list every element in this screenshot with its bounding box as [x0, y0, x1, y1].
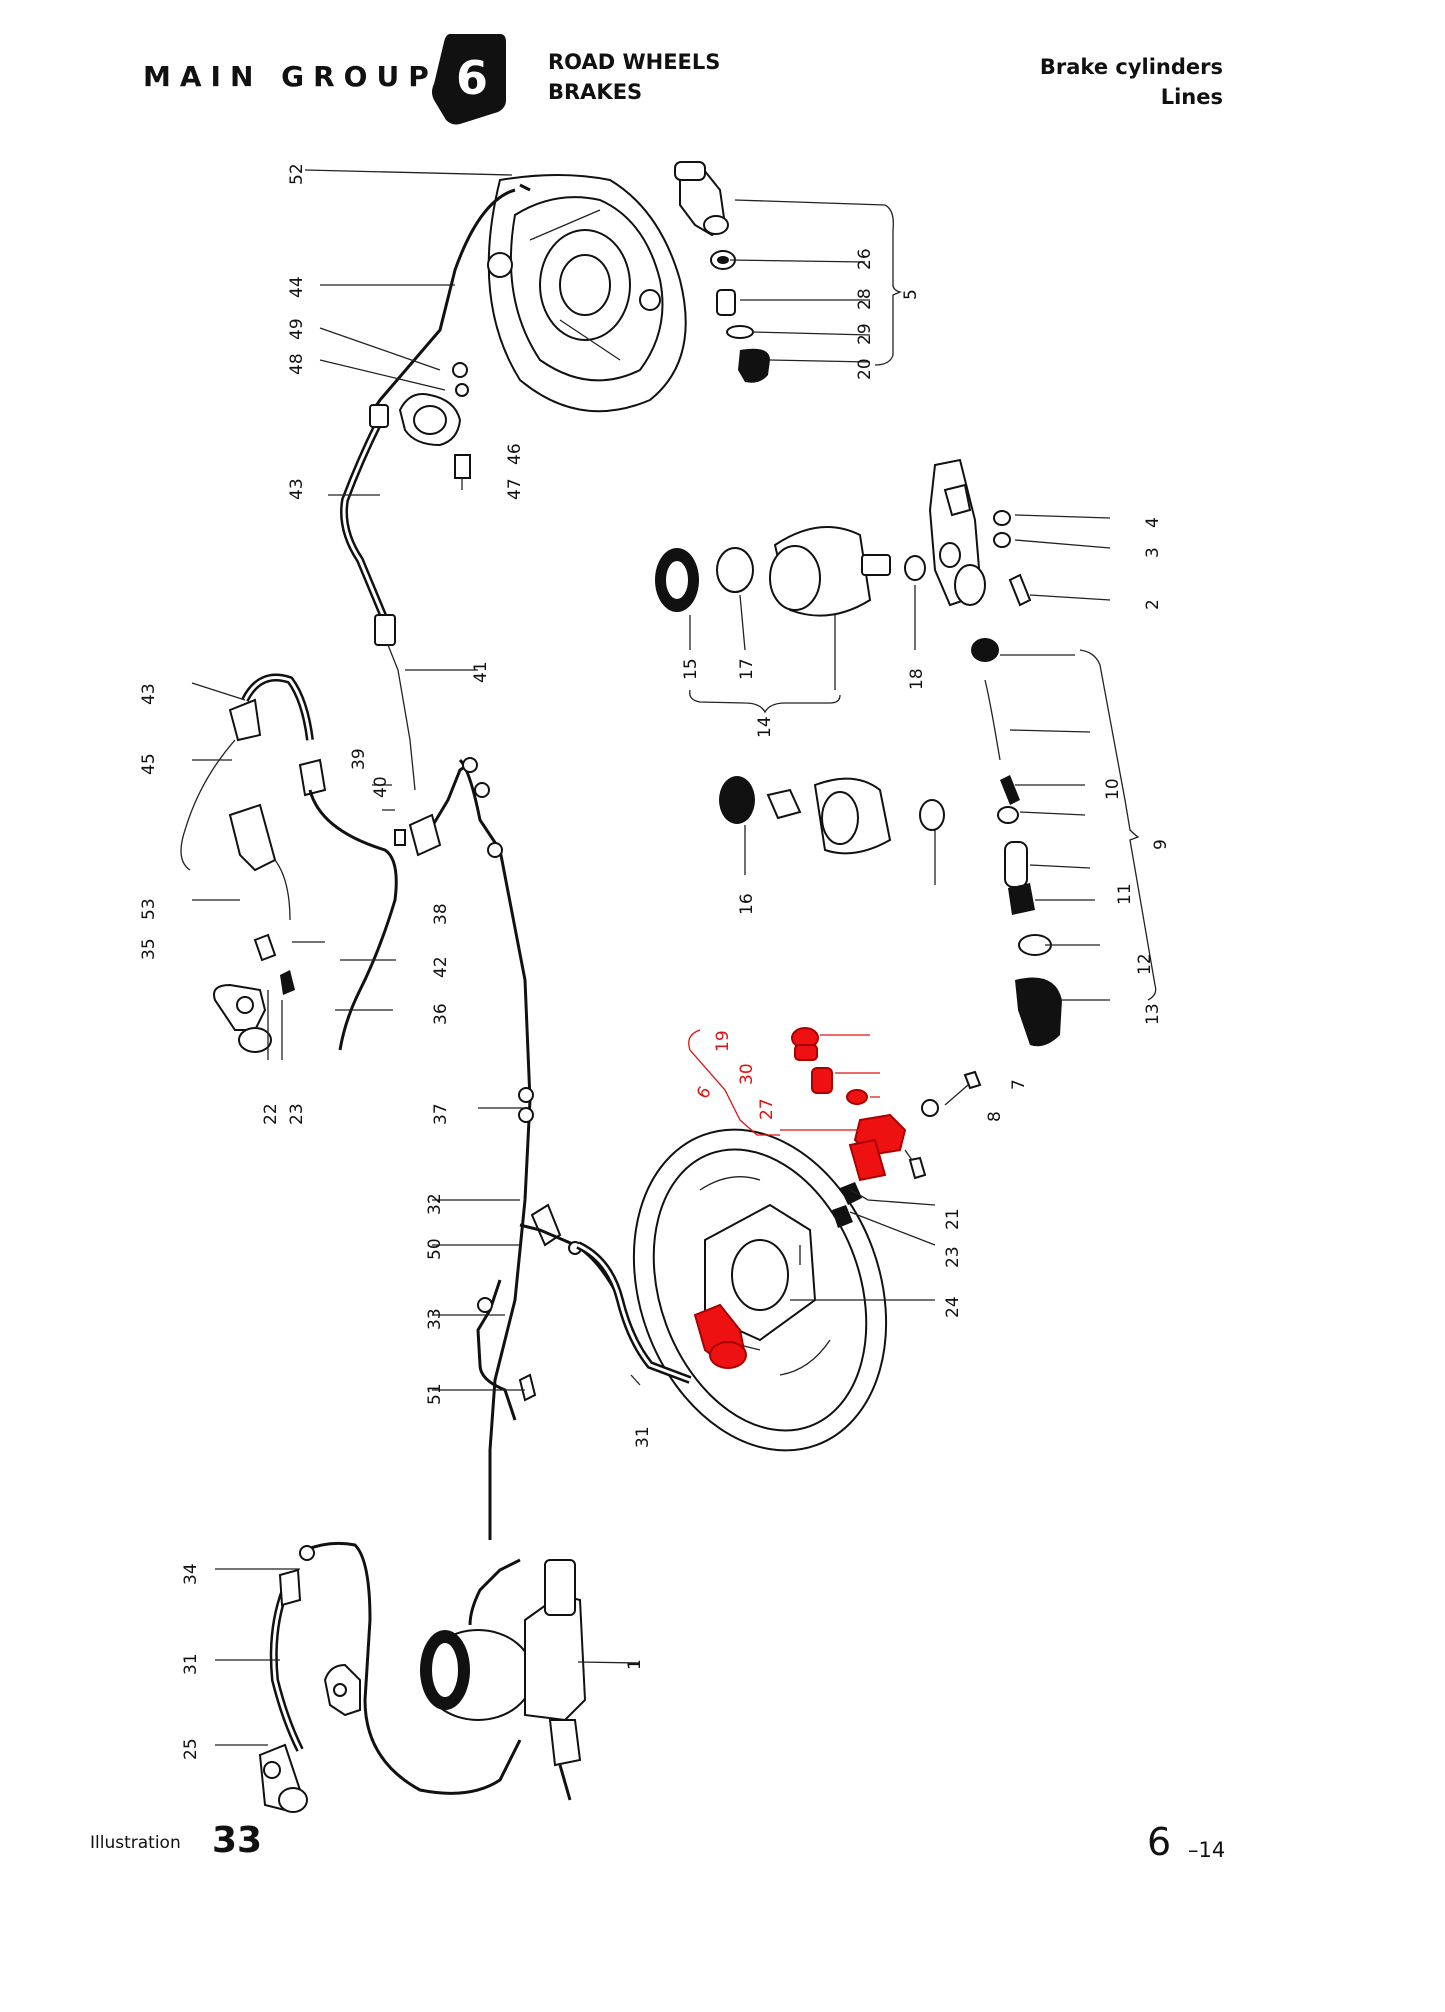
front-wheel-cylinder-installed [693, 1303, 747, 1369]
page-number-main: 6 [1147, 1820, 1172, 1864]
callout-16: 16 [737, 893, 757, 915]
callout-41: 41 [471, 661, 491, 683]
callout-17: 17 [737, 658, 757, 680]
callout-47: 47 [505, 478, 525, 500]
callout-48: 48 [287, 353, 307, 375]
callout-1: 1 [625, 1659, 645, 1670]
group-line-2: BRAKES [548, 80, 643, 104]
callout-11: 11 [1115, 883, 1135, 905]
callout-22: 22 [261, 1103, 281, 1125]
callout-6: 6 [693, 1083, 716, 1102]
callout-45: 45 [139, 753, 159, 775]
master-cylinder-parts [928, 458, 1062, 1047]
group-number-badge: 6 [432, 34, 506, 125]
callout-30: 30 [737, 1063, 757, 1085]
callout-34: 34 [181, 1563, 201, 1585]
callout-19: 19 [713, 1030, 733, 1052]
callout-15: 15 [681, 658, 701, 680]
callout-10: 10 [1103, 778, 1123, 800]
callout-24: 24 [943, 1296, 963, 1318]
callout-32: 32 [425, 1193, 445, 1215]
callout-25: 25 [181, 1738, 201, 1760]
illustration-label: Illustration [90, 1833, 181, 1853]
left-rear-wheel-cylinder [258, 1743, 308, 1813]
callout-33: 33 [425, 1308, 445, 1330]
callout-21: 21 [943, 1208, 963, 1230]
callout-3: 3 [1143, 547, 1163, 558]
callout-13: 13 [1143, 1003, 1163, 1025]
callout-26: 26 [855, 248, 875, 270]
callout-27: 27 [757, 1098, 777, 1120]
callout-31-bottom: 31 [181, 1653, 201, 1675]
callout-12: 12 [1135, 953, 1155, 975]
callout-50: 50 [425, 1238, 445, 1260]
main-group-label: MAIN GROUP [143, 60, 438, 93]
callout-35: 35 [139, 938, 159, 960]
group-number: 6 [456, 51, 488, 105]
callout-23-left: 23 [287, 1103, 307, 1125]
callout-31-mid: 31 [633, 1426, 653, 1448]
callout-4: 4 [1143, 517, 1163, 528]
callout-8: 8 [985, 1111, 1005, 1122]
section-title-1: Brake cylinders [1039, 55, 1223, 79]
front-backing-plate [632, 1128, 888, 1452]
rear-wheel-cylinder-parts [674, 161, 770, 383]
callout-39: 39 [349, 748, 369, 770]
callout-43-top: 43 [287, 478, 307, 500]
callout-20: 20 [855, 358, 875, 380]
callout-42: 42 [431, 956, 451, 978]
callout-23-right: 23 [943, 1246, 963, 1268]
callout-51: 51 [425, 1383, 445, 1405]
callout-2: 2 [1143, 599, 1163, 610]
callout-37: 37 [431, 1103, 451, 1125]
callout-5: 5 [901, 289, 921, 300]
front-wheel-cylinder-exploded [791, 1027, 907, 1182]
callout-40: 40 [371, 776, 391, 798]
callout-43-left: 43 [139, 683, 159, 705]
callout-36: 36 [431, 1003, 451, 1025]
group-line-1: ROAD WHEELS [548, 50, 721, 74]
callout-44: 44 [287, 276, 307, 298]
callout-9: 9 [1151, 839, 1171, 850]
callout-38: 38 [431, 903, 451, 925]
callout-7: 7 [1009, 1079, 1029, 1090]
callout-29: 29 [855, 323, 875, 345]
callout-46: 46 [505, 443, 525, 465]
section-title-2: Lines [1160, 85, 1223, 109]
callout-14: 14 [755, 716, 775, 738]
callout-52: 52 [287, 163, 307, 185]
page-number-sub: –14 [1188, 1838, 1226, 1862]
callout-18-top: 18 [907, 668, 927, 690]
callout-53: 53 [139, 898, 159, 920]
illustration-number: 33 [212, 1820, 263, 1861]
callout-49: 49 [287, 318, 307, 340]
reservoir-parts [655, 526, 945, 855]
callout-28: 28 [855, 288, 875, 310]
